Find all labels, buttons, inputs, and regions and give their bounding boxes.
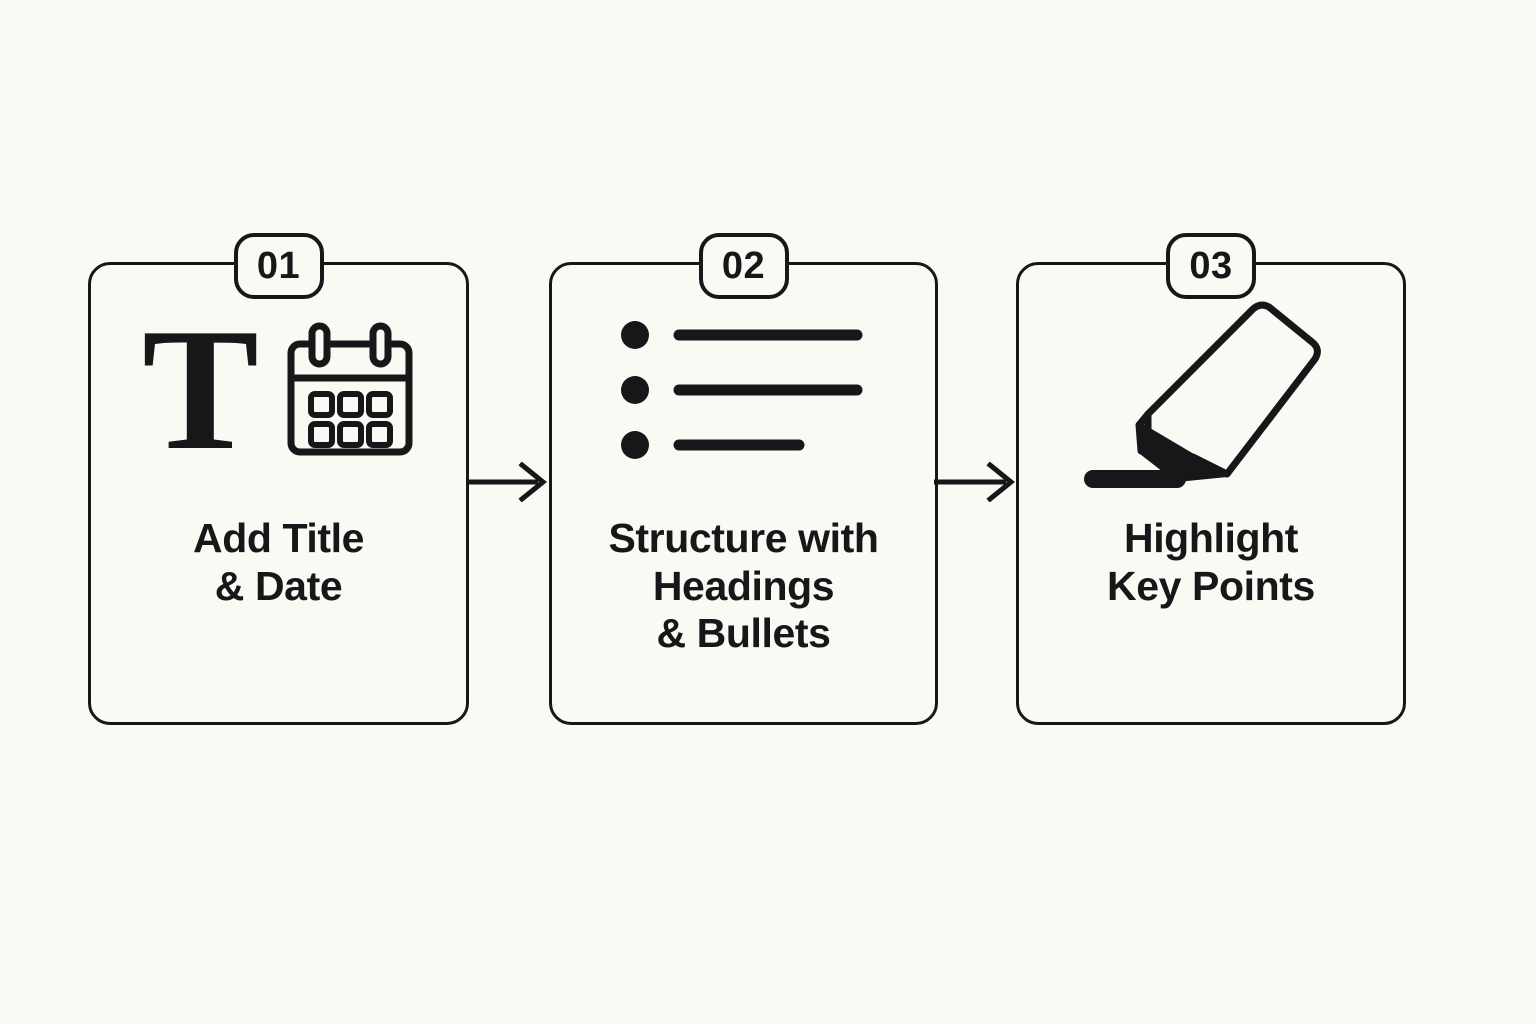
step-3-icon-area	[1019, 265, 1403, 515]
arrow-step1-to-step2	[466, 462, 547, 502]
step-1-label-line-1: Add Title	[192, 515, 365, 561]
step-3-label-line-2: Key Points	[1107, 562, 1315, 609]
step-card-1[interactable]: 01 T	[88, 233, 469, 725]
step-badge-3: 03	[1166, 233, 1256, 299]
step-2-label-line-2: Headings	[652, 562, 835, 609]
step-1-icon-area: T	[91, 265, 466, 515]
step-2-label-line-1: Structure with	[608, 515, 879, 561]
text-t-icon: T	[142, 292, 259, 487]
step-card-3[interactable]: 03 Highlight Key Points	[1016, 233, 1406, 725]
calendar-icon	[287, 322, 413, 456]
highlighter-marker-icon	[1084, 301, 1321, 488]
step-2-label: Structure with Headings & Bullets	[596, 515, 890, 658]
step-badge-1: 01	[233, 233, 324, 299]
step-3-label: Highlight Key Points	[1095, 515, 1327, 610]
step-2-label-line-3: & Bullets	[656, 610, 831, 657]
title-and-date-icon-group: T	[142, 292, 415, 487]
bullet-list-icon	[620, 321, 862, 459]
arrow-step2-to-step3	[934, 462, 1015, 502]
step-1-label: Add Title & Date	[181, 515, 376, 610]
step-3-label-line-1: Highlight	[1123, 515, 1298, 561]
step-2-icon-area	[552, 265, 935, 515]
step-card-2[interactable]: 02 Structure with Headings & Bullets	[549, 233, 938, 725]
step-1-label-line-2: & Date	[214, 562, 343, 609]
step-badge-2: 02	[698, 233, 789, 299]
